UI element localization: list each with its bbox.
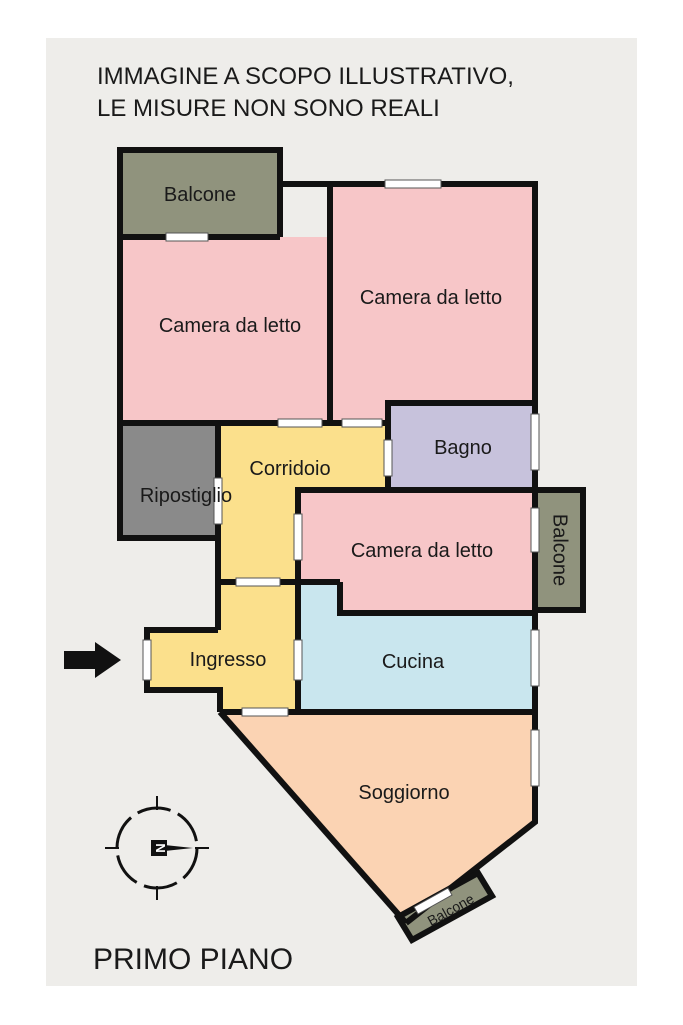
label-ripostiglio: Ripostiglio (140, 485, 232, 507)
door-camera-left (277, 418, 323, 428)
label-balcone-right: Balcone (549, 514, 571, 586)
door-camera-right (341, 418, 383, 428)
room-ingresso (147, 582, 298, 712)
door-camera-mid (293, 513, 303, 561)
disclaimer-line-1: IMMAGINE A SCOPO ILLUSTRATIVO, (97, 63, 514, 90)
label-camera-left: Camera da letto (159, 315, 301, 337)
openings (142, 179, 540, 915)
label-balcone-top: Balcone (164, 184, 236, 206)
room-camera-mid (298, 490, 535, 610)
window-bagno (530, 413, 540, 471)
floor-title: PRIMO PIANO (93, 943, 293, 976)
label-ingresso: Ingresso (190, 649, 267, 671)
room-balcone-right (535, 490, 583, 610)
room-bagno (388, 403, 535, 490)
door-ripostiglio (213, 477, 223, 525)
door-cucina (293, 639, 303, 681)
disclaimer-line-2: LE MISURE NON SONO REALI (97, 95, 440, 122)
room-camera-right (330, 184, 535, 420)
compass-letter: N (153, 843, 168, 852)
door-bagno (383, 439, 393, 477)
label-camera-mid: Camera da letto (351, 540, 493, 562)
label-camera-right: Camera da letto (360, 287, 502, 309)
walls (117, 147, 586, 945)
room-soggiorno (220, 712, 535, 923)
room-ripostiglio (120, 423, 218, 538)
label-bagno: Bagno (434, 437, 492, 459)
window-top-right (384, 179, 442, 189)
door-balcone-bottom (413, 887, 453, 915)
door-balcone-right (530, 507, 540, 553)
door-corridoio-ingresso (235, 577, 281, 587)
compass-icon: N (105, 796, 209, 900)
window-soggiorno (530, 729, 540, 787)
room-balcone-top (120, 150, 280, 237)
door-balcone-top (165, 232, 209, 242)
room-corridoio (218, 423, 388, 580)
arrow-right-icon (64, 642, 121, 678)
window-cucina (530, 629, 540, 687)
label-cucina: Cucina (382, 651, 445, 673)
label-corridoio: Corridoio (249, 458, 330, 480)
room-camera-left (120, 237, 328, 420)
door-soggiorno (241, 707, 289, 717)
room-balcone-bottom (398, 873, 492, 940)
door-entrance (142, 639, 152, 681)
label-soggiorno: Soggiorno (358, 782, 449, 804)
